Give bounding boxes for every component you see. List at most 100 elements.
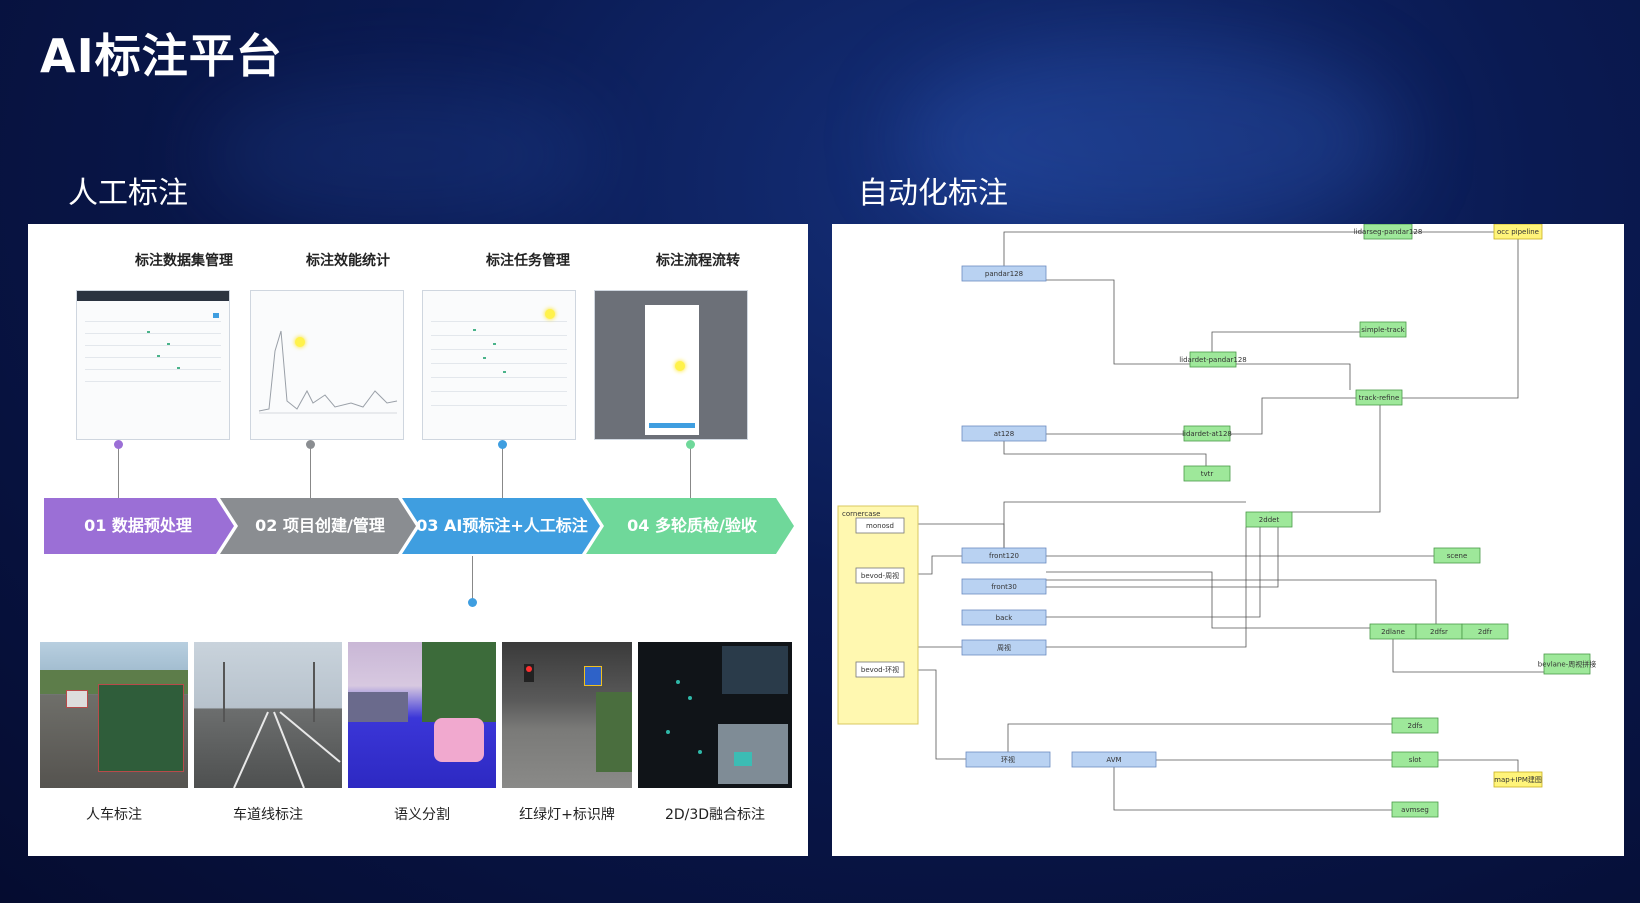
flow-node-tvtr: tvtr xyxy=(1183,465,1231,482)
flow-node-bevod_surround: bevod-周视 xyxy=(855,567,905,584)
fusion-annotation-image xyxy=(638,642,792,788)
screen-title: 标注流程流转 xyxy=(656,253,740,269)
flow-node-label: simple-track xyxy=(1361,326,1405,334)
connector-dot xyxy=(686,440,695,449)
flow-node-2dfs: 2dfs xyxy=(1391,717,1439,734)
page-title: AI标注平台 xyxy=(40,29,283,83)
connector-dot xyxy=(498,440,507,449)
sample-caption: 红绿灯+标识牌 xyxy=(519,807,615,823)
flow-node-mono: monosd xyxy=(855,517,905,534)
flow-edge xyxy=(1438,759,1519,772)
flow-edge xyxy=(1003,231,1364,266)
connector-line xyxy=(310,442,311,498)
connector-line xyxy=(690,442,691,498)
vehicle-annotation-image xyxy=(40,642,188,788)
connector-dot xyxy=(114,440,123,449)
flow-edge xyxy=(1230,397,1356,435)
flow-node-label: lidardet-at128 xyxy=(1182,430,1232,438)
screen-title: 标注数据集管理 xyxy=(135,253,233,269)
flow-node-label: scene xyxy=(1447,552,1468,560)
flow-node-label: monosd xyxy=(866,522,894,530)
flow-edge xyxy=(1113,767,1392,811)
connector-line xyxy=(472,556,473,602)
process-steps: 01 数据预处理 02 项目创建/管理 03 AI预标注+人工标注 04 多轮质… xyxy=(44,498,794,554)
flow-edge xyxy=(1046,527,1279,588)
flow-edge xyxy=(1003,441,1207,466)
sample-caption: 车道线标注 xyxy=(233,807,303,823)
step-label: 01 数据预处理 xyxy=(84,516,192,535)
flow-node-label: lidarseg-pandar128 xyxy=(1354,228,1423,236)
flow-node-label: 2dfsr xyxy=(1430,628,1448,636)
flow-node-label: bevod-环视 xyxy=(861,665,899,674)
flow-node-2dlane: 2dlane xyxy=(1369,623,1417,640)
flow-node-label: 2dlane xyxy=(1381,628,1405,636)
step-label: 04 多轮质检/验收 xyxy=(627,516,757,535)
flow-node-label: back xyxy=(996,614,1014,622)
flow-node-avmseg: avmseg xyxy=(1391,801,1439,818)
efficiency-stats-screenshot xyxy=(250,290,404,440)
sample-caption: 2D/3D融合标注 xyxy=(664,807,766,823)
cornercase-group xyxy=(837,505,919,725)
task-management-screenshot xyxy=(422,290,576,440)
flow-edge xyxy=(1007,723,1392,752)
flow-edge xyxy=(1269,398,1381,513)
flow-node-label: lidardet-pandar128 xyxy=(1179,356,1247,364)
flow-node-back: back xyxy=(961,609,1047,626)
flow-node-label: occ pipeline xyxy=(1497,228,1539,236)
flow-node-label: tvtr xyxy=(1201,470,1214,478)
flow-node-label: front30 xyxy=(991,583,1017,591)
background-glow xyxy=(900,40,1400,240)
flow-edge xyxy=(1211,331,1360,352)
flow-edge xyxy=(1046,527,1247,648)
flow-node-pandar128: pandar128 xyxy=(961,265,1047,282)
flow-node-lidardet_pandar: lidardet-pandar128 xyxy=(1179,351,1247,368)
flow-edge xyxy=(1402,232,1519,399)
flow-node-lidardet_at: lidardet-at128 xyxy=(1182,425,1232,442)
flow-node-map_ipm: map+IPM建图 xyxy=(1493,771,1543,788)
dataset-management-screenshot xyxy=(76,290,230,440)
flow-node-2ddet: 2ddet xyxy=(1245,511,1293,528)
flow-node-front30: front30 xyxy=(961,578,1047,595)
flow-node-simple_track: simple-track xyxy=(1359,321,1407,338)
flow-edge xyxy=(1003,501,1246,548)
flow-node-front120: front120 xyxy=(961,547,1047,564)
flow-edge xyxy=(904,669,966,760)
flow-node-surround: 周视 xyxy=(961,639,1047,656)
flow-node-label: avmseg xyxy=(1401,806,1429,814)
semantic-segmentation-image xyxy=(348,642,496,788)
lane-annotation-image xyxy=(194,642,342,788)
flow-node-label: 2dfs xyxy=(1407,722,1422,730)
flow-node-label: 2ddet xyxy=(1259,516,1280,524)
sample-caption: 人车标注 xyxy=(86,807,142,823)
flow-node-2dfr: 2dfr xyxy=(1461,623,1509,640)
workflow-screenshot xyxy=(594,290,748,440)
traffic-light-image xyxy=(502,642,632,788)
background-glow xyxy=(200,80,600,230)
flow-node-avm: AVM xyxy=(1071,751,1157,768)
flow-node-ring: 环视 xyxy=(965,751,1051,768)
manual-annotation-title: 人工标注 xyxy=(68,176,188,211)
step-arrow-1 xyxy=(44,498,234,554)
flow-node-label: front120 xyxy=(989,552,1019,560)
flow-node-label: bevlane-周视拼接 xyxy=(1538,660,1596,669)
flow-edge xyxy=(1046,279,1190,365)
flow-node-bevod_ring: bevod-环视 xyxy=(855,661,905,678)
step-arrow-2 xyxy=(220,498,416,554)
flow-node-lidarseg: lidarseg-pandar128 xyxy=(1354,224,1423,240)
connector-line xyxy=(118,442,119,498)
flow-node-label: AVM xyxy=(1106,756,1121,764)
connector-dot xyxy=(468,598,477,607)
manual-annotation-panel: 标注数据集管理 标注效能统计 标注任务管理 标注流程流转 xyxy=(28,224,808,856)
flow-node-label: slot xyxy=(1409,756,1422,764)
group-label: cornercase xyxy=(842,510,880,518)
flow-node-label: bevod-周视 xyxy=(861,571,899,580)
step-arrow-3 xyxy=(402,498,600,554)
flow-edge xyxy=(904,523,1005,548)
flow-node-track_refine: track-refine xyxy=(1355,389,1403,406)
flow-node-label: track-refine xyxy=(1359,394,1400,402)
sample-caption: 语义分割 xyxy=(394,807,450,823)
screen-title: 标注任务管理 xyxy=(486,253,570,269)
auto-annotation-flow-diagram: cornercase pandar128at128front120front30… xyxy=(837,224,1596,818)
flow-node-label: pandar128 xyxy=(985,270,1023,278)
